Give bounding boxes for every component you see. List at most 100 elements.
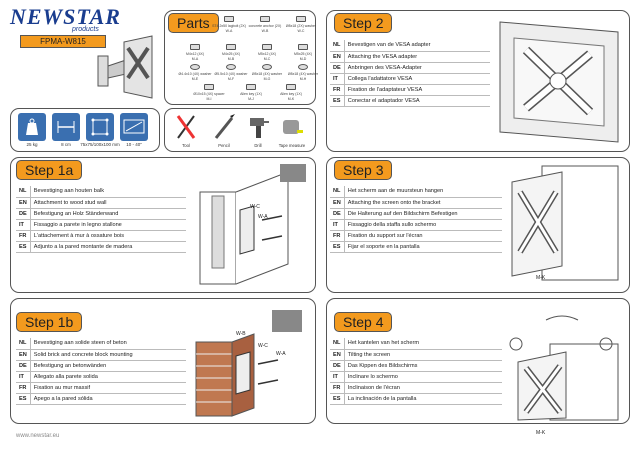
parts-title: Parts [168,13,219,33]
spec-vesa-label: 75x75/100x100 mm [80,142,120,147]
step1b-label-wb: W-B [236,331,246,337]
instruction-text: Fixation du support sur l'écran [344,230,502,242]
screen-size-icon [120,113,148,141]
drill-icon [250,118,269,138]
language-code: FR [330,84,345,96]
part-icon [190,64,200,70]
instruction-text: Fissaggio a parete in legno stallone [30,219,186,231]
instruction-text: Attaching the screen onto the bracket [344,197,502,209]
instruction-text: Attachment to wood stud wall [30,197,186,209]
language-code: IT [16,219,31,231]
language-code: IT [330,371,345,383]
part-label: ST4.2x50 lagbolt (2X)W-A [212,24,246,33]
instruction-text: Inclinaison de l'écran [344,382,502,394]
language-code: FR [330,230,345,242]
instruction-text: Solid brick and concrete block mounting [30,349,186,361]
part-label: M4x25 (4X)M-B [221,52,241,61]
instruction-text: Fixation de l'adaptateur VESA [344,84,490,96]
part-icon [262,64,272,70]
language-code: NL [330,338,345,350]
step1a-label-wc: W-C [250,204,260,210]
spec-depth-label: 8 cm [61,142,71,147]
language-code: NL [16,186,31,198]
instruction-text: L'attachement à mur à ossature bois [30,230,186,242]
language-code: EN [16,349,31,361]
weight-icon [18,113,46,141]
part-icon [296,16,306,22]
language-code: FR [16,230,31,242]
instruction-text: Het scherm aan de muursteun hangen [344,186,502,198]
language-code: NL [330,186,345,198]
tool-label-tape: Tape measure [278,143,306,148]
instruction-text: Bevestiging aan houten balk [30,186,186,198]
step1b-label-wc: W-C [258,343,268,349]
instruction-text: La inclinación de la pantalla [344,393,502,405]
step3-title: Step 3 [334,160,393,180]
tape-measure-icon [283,120,303,134]
spec-screen-label: 10 - 40" [126,142,142,147]
instruction-text: Das Kippen des Bildschirms [344,360,502,372]
instruction-text: Die Halterung auf den Bildschirm Befesti… [344,208,502,220]
language-code: FR [16,382,31,394]
part-label: M5x25 (4X)M-D [293,52,313,61]
language-code: NL [330,40,345,52]
screwdriver-icon [176,115,196,139]
tool-label-screwdriver: Tool [182,143,190,148]
language-code: IT [16,371,31,383]
step4-title: Step 4 [334,312,393,332]
language-code: EN [330,349,345,361]
product-image [97,35,153,99]
instruction-text: Anbringen des VESA-Adapter [344,62,490,74]
step4-label-mk: M-K [536,430,546,436]
instruction-text: Tilting the screen [344,349,502,361]
language-code: DE [330,62,345,74]
part-label: M5x12 (4X)M-C [257,52,277,61]
tool-label-drill: Drill [254,143,262,148]
instruction-text: Het kantelen van het scherm [344,338,502,350]
part-icon [298,64,308,70]
language-code: ES [330,393,345,405]
step1a-label-wa: W-A [258,214,268,220]
language-code: IT [330,219,345,231]
part-label: Allen key (1X)M-J [240,92,262,101]
part-label: Allen key (1X)M-K [280,92,302,101]
instruction-text: Apego a la pared sólida [30,393,186,405]
language-code: ES [330,95,345,107]
step2-title: Step 2 [334,13,393,33]
step1a-illustration [199,164,306,285]
instruction-text: Bevestigen van de VESA adapter [344,40,490,52]
step3-illustration [511,165,619,281]
part-icon [246,84,256,90]
footer-url: www.newstar.eu [16,433,60,439]
instruction-text: Inclinare lo schermo [344,371,502,383]
step3-label-mk: M-K [536,275,546,281]
step1a-title: Step 1a [16,160,83,180]
